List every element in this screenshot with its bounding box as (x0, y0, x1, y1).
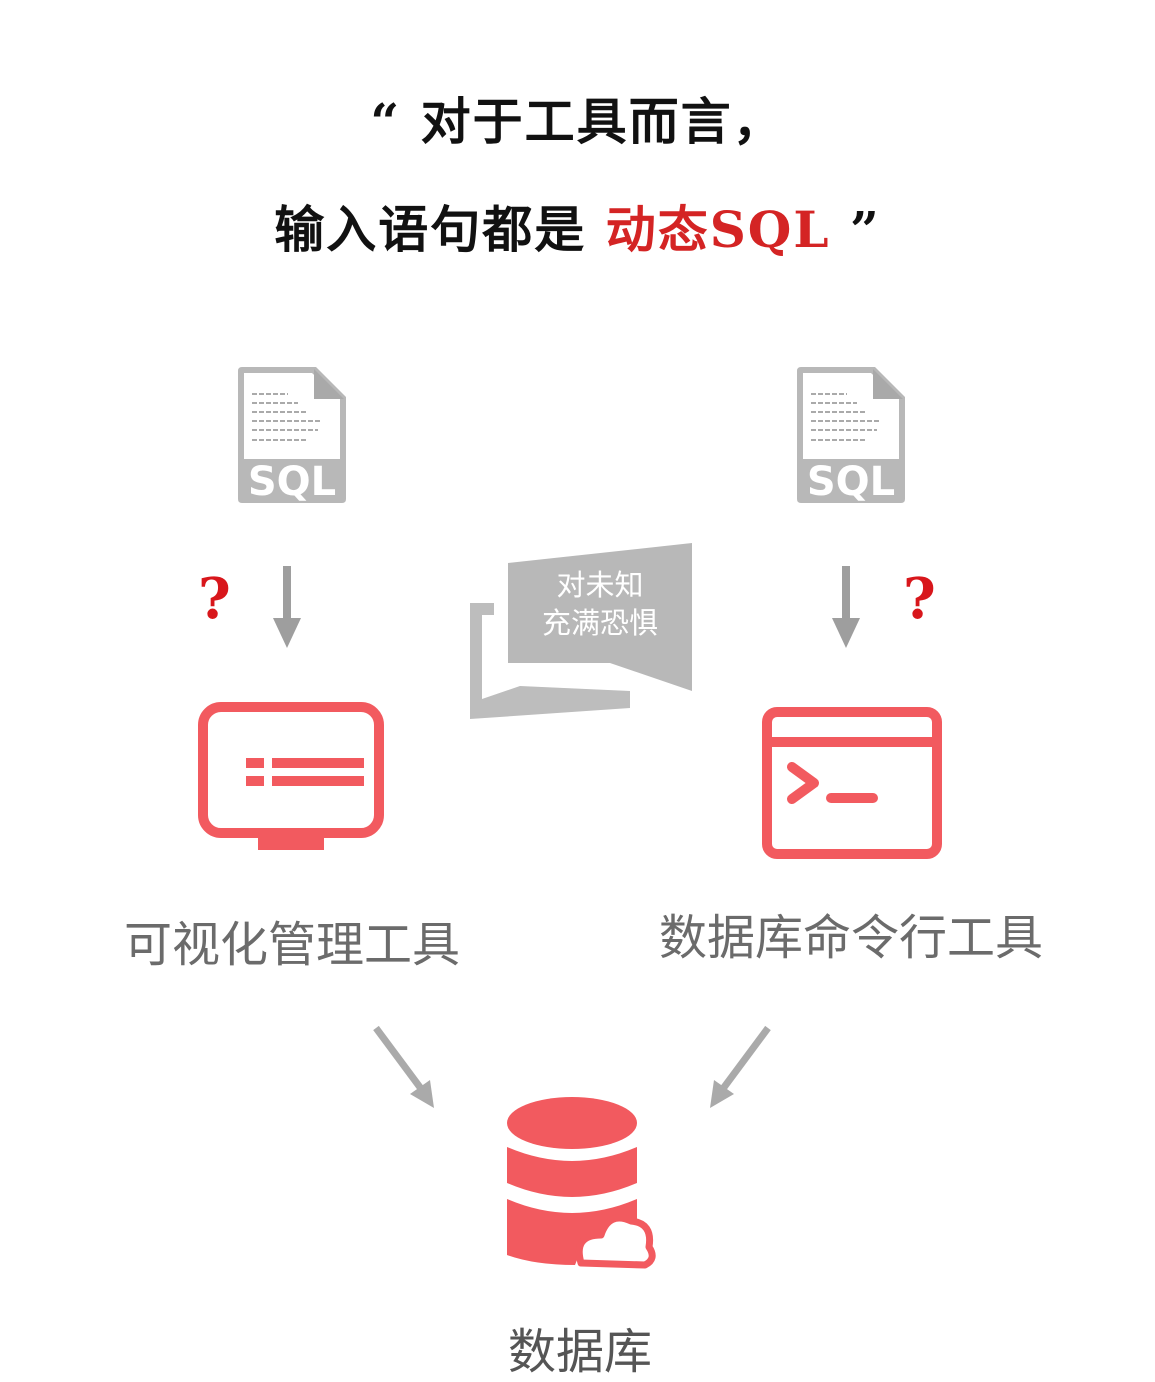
monitor-icon (198, 702, 384, 850)
title-highlight: 动态SQL (605, 200, 831, 259)
database-label: 数据库 (507, 1324, 652, 1380)
bubble-line-1: 对未知 (556, 568, 644, 602)
title-line-2: 输入语句都是 动态SQL ” (0, 190, 1155, 262)
cli-tool-label: 数据库命令行工具 (658, 910, 1043, 966)
question-mark: ? (903, 566, 936, 632)
speech-bubble-icon (470, 543, 692, 719)
sql-label: SQL (248, 459, 336, 503)
title-text: 输入语句都是 (274, 200, 606, 259)
title-close-quote: ” (830, 200, 881, 259)
sql-label: SQL (807, 459, 895, 503)
bubble-line-2: 充满恐惧 (541, 606, 658, 640)
arrow-down-left-icon (710, 1025, 771, 1108)
bubble-text: 对未知 充满恐惧 (520, 566, 680, 642)
question-mark: ? (198, 566, 231, 632)
arrow-down-icon (273, 566, 301, 648)
gui-tool-label: 可视化管理工具 (123, 917, 460, 973)
arrow-down-icon (832, 566, 860, 648)
database-cloud-icon (507, 1097, 656, 1269)
sql-file-icon: SQL (238, 367, 346, 503)
terminal-icon (762, 707, 942, 859)
title-line-1: “ 对于工具而言， (370, 92, 785, 151)
arrow-down-right-icon (373, 1025, 434, 1108)
sql-file-icon: SQL (797, 367, 905, 503)
